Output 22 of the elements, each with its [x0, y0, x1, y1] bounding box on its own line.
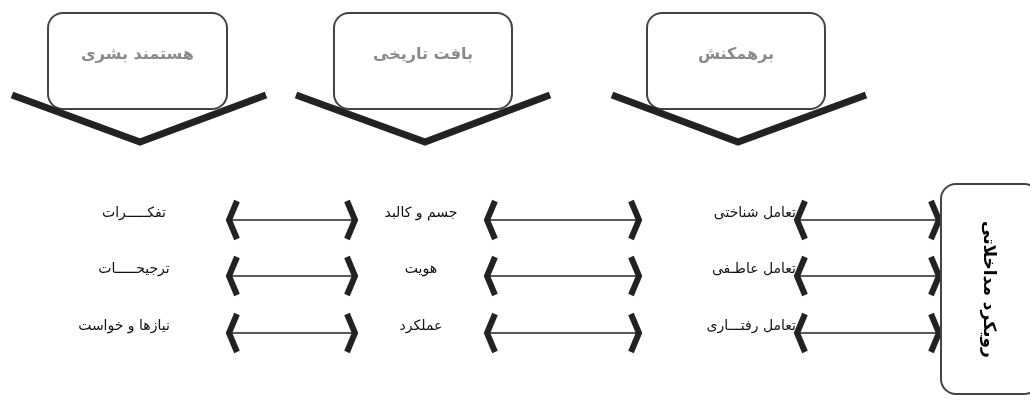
double-arrow	[794, 311, 942, 355]
double-arrow	[226, 198, 358, 242]
label-text: هویت	[356, 258, 486, 278]
double-arrow	[794, 198, 942, 242]
label-text: جسم و کالبد	[356, 202, 486, 222]
label-text: عملکرد	[356, 315, 486, 335]
label-text: نیازها و خواست	[20, 315, 228, 335]
rounded-box: بافت تاریخی	[333, 12, 513, 110]
double-arrow	[484, 254, 642, 298]
label-text: تعامل شناختی	[640, 202, 796, 222]
double-arrow	[794, 254, 942, 298]
double-arrow	[484, 311, 642, 355]
rounded-box: رویکرد مداخلاتی	[940, 183, 1030, 395]
double-arrow	[484, 198, 642, 242]
double-arrow	[226, 254, 358, 298]
label-text: ترجیحـــــات	[40, 258, 228, 278]
rounded-box: هستمند بشری	[47, 12, 228, 110]
rounded-box: برهمکنش	[646, 12, 826, 110]
label-text: تفکـــــرات	[40, 202, 228, 222]
label-text: تعامل رفتـــاری	[640, 315, 796, 335]
label-text: تعامل عاطـفی	[640, 258, 796, 278]
double-arrow	[226, 311, 358, 355]
